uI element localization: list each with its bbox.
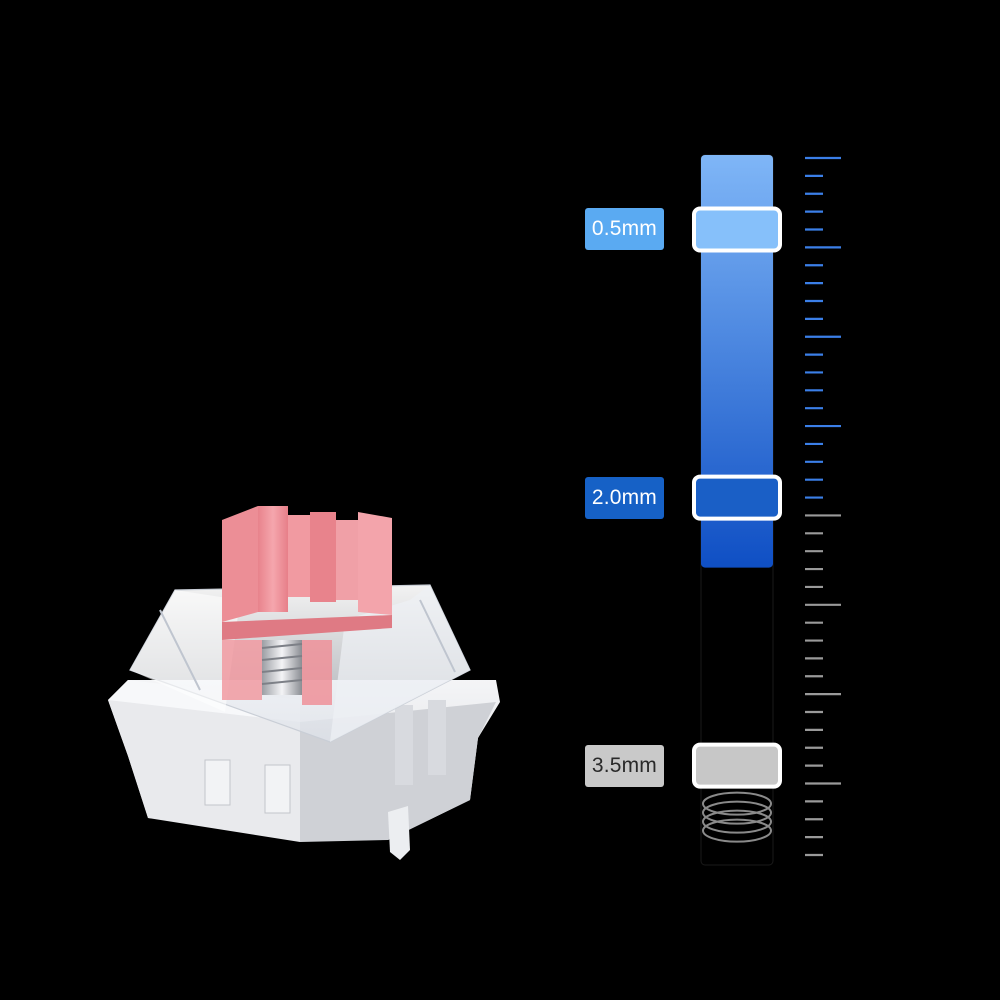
marker-box (692, 474, 782, 521)
spring-coil-ring (702, 791, 772, 816)
spring-coil-ring (702, 818, 772, 843)
spring-coil-ring (702, 800, 772, 825)
marker-box (692, 206, 782, 253)
travel-fill-bar (701, 155, 773, 568)
depth-label-3-5mm: 3.5mm (584, 744, 664, 787)
switch-stem (222, 506, 392, 705)
tick-scale (805, 156, 841, 857)
spring-coil-ring (702, 809, 772, 834)
depth-label-2-0mm: 2.0mm (584, 476, 664, 519)
depth-label-0-5mm: 0.5mm (584, 208, 664, 251)
marker-indicators (692, 206, 782, 789)
spring-coil-icon (702, 791, 772, 843)
marker-box (692, 742, 782, 789)
switch-spring (261, 640, 303, 695)
